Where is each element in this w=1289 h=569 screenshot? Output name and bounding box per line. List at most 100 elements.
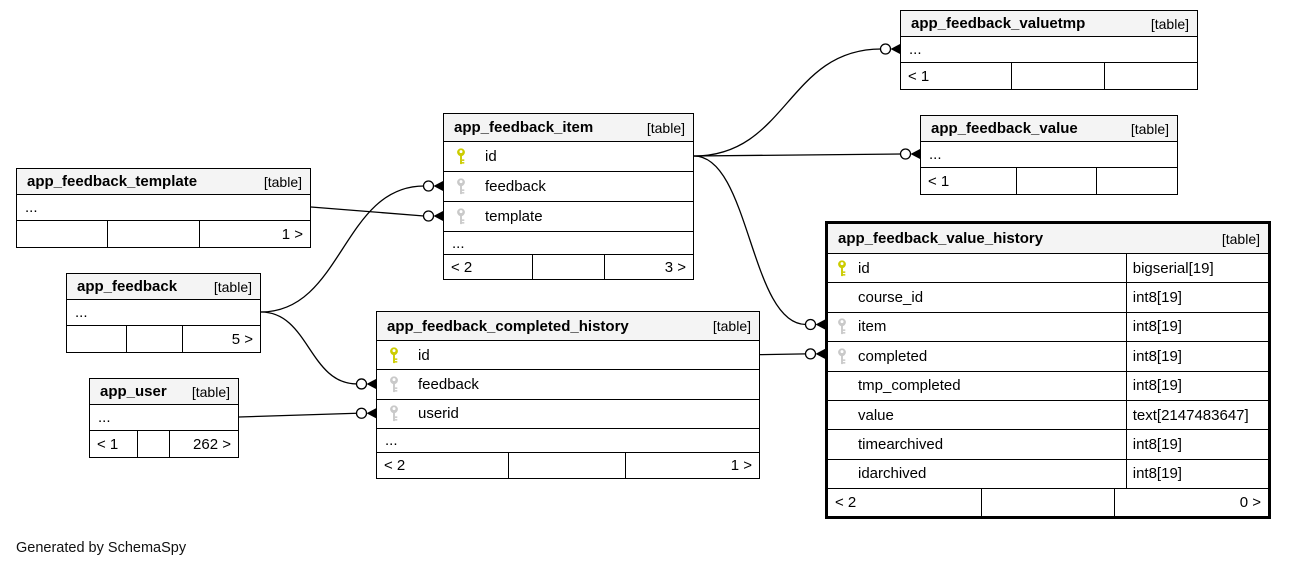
table-app_feedback_template: app_feedback_template [table] ... 1 > [16, 168, 311, 248]
column-row-course_id: course_id int8[19] [828, 283, 1268, 313]
table-type-badge: [table] [712, 318, 751, 334]
table-header: app_feedback_item [table] [444, 114, 693, 142]
table-name[interactable]: app_feedback_value [931, 120, 1078, 137]
primary-key-icon [455, 148, 471, 165]
footer-right-count: 3 > [664, 258, 686, 276]
column-name: feedback [418, 375, 479, 393]
column-name: id [418, 346, 430, 364]
footer-left-count: < 2 [377, 452, 510, 478]
table-type-badge: [table] [1130, 120, 1169, 137]
footer-left-count [17, 221, 109, 247]
table-header: app_feedback_valuetmp [table] [901, 11, 1197, 37]
table-header: app_feedback_value_history [table] [828, 224, 1268, 254]
more-columns-row: ... [901, 37, 1197, 63]
table-app_user: app_user [table] ... < 1 262 > [89, 378, 239, 458]
table-footer: 1 > [17, 221, 310, 247]
table-footer: < 1 [901, 63, 1197, 89]
footer-center-cell [1017, 168, 1097, 194]
column-type: int8[19] [1132, 347, 1182, 365]
column-row-feedback: feedback [377, 370, 759, 400]
table-footer: < 1 [921, 168, 1177, 194]
footer-center-cell [108, 221, 200, 247]
footer-center-cell [982, 489, 1116, 517]
ellipsis-label: ... [909, 41, 922, 58]
table-app_feedback_value_history: app_feedback_value_history [table] id big… [825, 221, 1271, 520]
table-name[interactable]: app_feedback [77, 278, 178, 295]
footer-left-count: < 1 [921, 168, 1018, 194]
foreign-key-icon [836, 348, 851, 365]
fk-edge-app_feedback-to-app_feedback_item [260, 180, 443, 313]
column-name: id [858, 259, 870, 277]
footer-right-count: 5 > [231, 330, 253, 348]
column-name: tmp_completed [858, 377, 961, 395]
footer-left-count [67, 326, 128, 352]
table-type-badge: [table] [213, 278, 252, 295]
column-row-id: id [377, 341, 759, 371]
column-type: int8[19] [1132, 465, 1182, 483]
foreign-key-icon [836, 318, 851, 335]
column-name: userid [418, 405, 459, 423]
table-name[interactable]: app_feedback_item [454, 119, 594, 136]
table-rows: ... [901, 37, 1197, 63]
footer-right-count: 1 > [281, 225, 303, 243]
column-row-value: value text[2147483647] [828, 400, 1268, 431]
table-name[interactable]: app_feedback_valuetmp [911, 15, 1086, 32]
column-type: text[2147483647] [1132, 406, 1249, 424]
edge-arrow-icon [815, 319, 825, 330]
column-name: idarchived [858, 465, 927, 483]
footer-left-count: < 2 [828, 489, 982, 517]
ellipsis-label: ... [929, 146, 942, 163]
table-name[interactable]: app_feedback_template [27, 173, 198, 190]
table-footer: 5 > [67, 326, 260, 352]
column-type: int8[19] [1132, 289, 1182, 307]
column-row-idarchived: idarchived int8[19] [828, 459, 1268, 490]
footer-right-count: 1 > [730, 456, 752, 474]
footer-right-count [1105, 63, 1197, 89]
table-rows: ... [17, 195, 310, 221]
table-name[interactable]: app_feedback_completed_history [387, 317, 629, 335]
column-type: int8[19] [1132, 318, 1182, 336]
ellipsis-label: ... [452, 234, 465, 252]
fk-edge-app_user-to-app_feedback_completed_history [238, 407, 376, 419]
footer-right-count: 0 > [1239, 494, 1261, 512]
more-columns-row: ... [444, 232, 693, 255]
table-name[interactable]: app_user [100, 383, 167, 400]
foreign-key-icon [455, 178, 471, 195]
edge-circle-icon [879, 43, 892, 55]
table-app_feedback_completed_history: app_feedback_completed_history [table] i… [376, 311, 760, 479]
edge-arrow-icon [366, 378, 376, 389]
more-columns-row: ... [17, 195, 310, 221]
table-type-badge: [table] [191, 383, 230, 400]
column-name: course_id [858, 289, 924, 307]
more-columns-row: ... [921, 142, 1177, 168]
primary-key-icon [388, 347, 404, 364]
primary-key-icon [836, 260, 851, 277]
column-row-userid: userid [377, 399, 759, 429]
footer-center-cell [138, 431, 170, 457]
table-footer: < 2 1 > [377, 452, 759, 478]
ellipsis-label: ... [385, 431, 398, 449]
edge-circle-icon [355, 407, 368, 419]
edge-circle-icon [355, 378, 368, 390]
column-name: id [485, 148, 497, 165]
edge-arrow-icon [433, 181, 443, 191]
column-name: item [858, 318, 887, 336]
column-name: feedback [485, 178, 546, 195]
edge-arrow-icon [366, 408, 376, 419]
footer-center-cell [127, 326, 183, 352]
edge-arrow-icon [910, 149, 920, 159]
more-columns-row: ... [90, 405, 238, 431]
table-name[interactable]: app_feedback_value_history [838, 230, 1044, 247]
footer-right-count: 262 > [193, 435, 231, 453]
column-row-feedback: feedback [444, 172, 693, 202]
column-name: timearchived [858, 436, 944, 454]
edge-arrow-icon [815, 348, 825, 359]
column-name: value [858, 406, 894, 424]
table-type-badge: [table] [1150, 15, 1189, 32]
column-type: bigserial[19] [1132, 259, 1214, 277]
column-row-id: id bigserial[19] [828, 254, 1268, 284]
